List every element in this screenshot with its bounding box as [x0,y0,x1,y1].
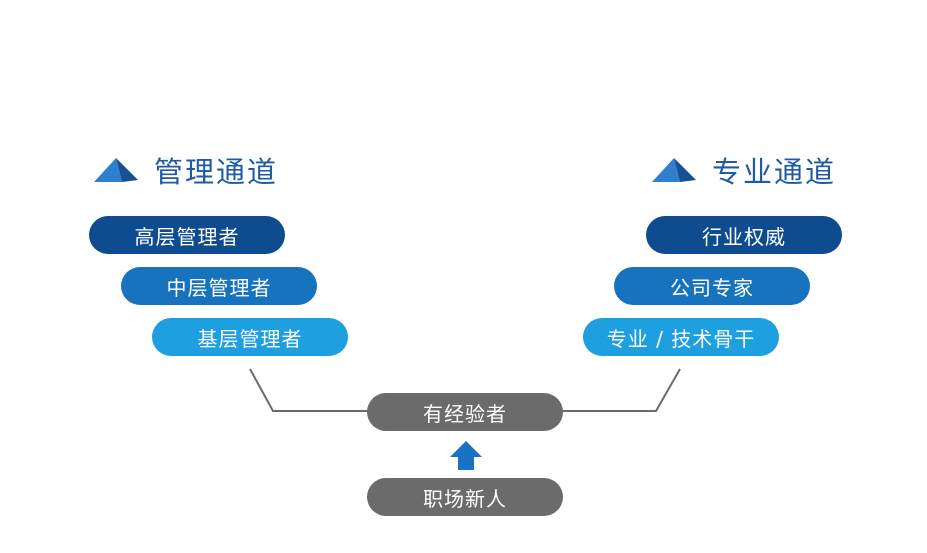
left-connector [249,368,370,412]
professional-track-heading: 专业通道 [650,150,836,190]
management-track-heading: 管理通道 [92,150,278,190]
junior-manager-pill: 基层管理者 [152,318,348,356]
company-expert-pill: 公司专家 [614,267,810,305]
technical-backbone-pill: 专业 / 技术骨干 [583,318,779,356]
arrow-up-icon [450,441,482,470]
industry-authority-pill: 行业权威 [646,216,842,254]
pyramid-icon [652,158,696,182]
experienced-pill: 有经验者 [367,393,563,431]
professional-track-title: 专业通道 [712,155,837,189]
newcomer-pill: 职场新人 [367,478,563,516]
senior-manager-pill: 高层管理者 [89,216,285,254]
pyramid-icon [94,158,138,182]
management-track-title: 管理通道 [154,155,279,189]
right-connector [562,368,681,412]
middle-manager-pill: 中层管理者 [121,267,317,305]
